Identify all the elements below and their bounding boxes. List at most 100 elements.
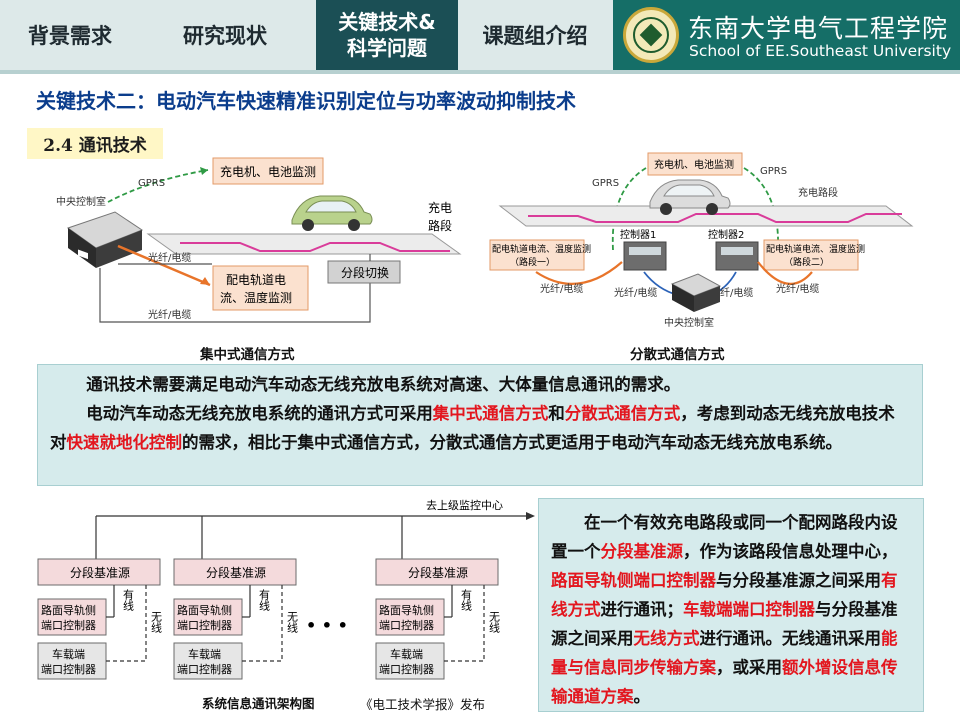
fiber-label-right-2: 光纤/电缆 <box>776 282 819 295</box>
car-controller-label-2: 端口控制器 <box>177 662 232 676</box>
architecture-description-panel: 在一个有效充电路段或同一个配网路段内设置一个分段基准源，作为该路段信息处理中心，… <box>538 498 924 712</box>
base-source-label: 分段基准源 <box>206 565 266 580</box>
architecture-paragraph: 在一个有效充电路段或同一个配网路段内设置一个分段基准源，作为该路段信息处理中心，… <box>551 508 912 711</box>
source-credit: 《电工技术学报》发布 <box>360 697 486 712</box>
highlight-distributed: 分散式通信方式 <box>564 404 681 423</box>
gprs-right-label: GPRS <box>760 166 787 177</box>
rail-monitor-link <box>117 244 211 287</box>
rail-controller-label-1: 路面导轨侧 <box>41 603 96 617</box>
fiber-label-left-2: 光纤/电缆 <box>614 286 657 299</box>
highlight-rail-controller: 路面导轨侧端口控制器 <box>551 571 716 590</box>
gprs-arrow-head <box>200 167 208 175</box>
base-source-box <box>173 558 297 586</box>
rail-controller-box <box>173 598 243 636</box>
left-rail-monitor-label-2: （路段一） <box>510 256 555 268</box>
car-controller-box <box>375 642 445 680</box>
desc-text: ，作为该路段信息处理中心， <box>683 542 898 561</box>
rail-monitor-label-1: 配电轨道电 <box>226 273 286 287</box>
charger-monitor-box <box>212 157 324 185</box>
centralized-diagram: GPRS 充电机、电池监测 中央控制室 充电 路段 配电轨道电 流、温度监测 光… <box>56 157 462 323</box>
control-room-label: 中央控制室 <box>664 316 714 329</box>
rail-monitor-box <box>212 265 309 311</box>
road-label: 充电路段 <box>798 186 838 199</box>
tab-research-status[interactable]: 研究现状 <box>183 24 267 48</box>
desc-text: 与分段基准源之间采用 <box>551 600 898 648</box>
highlight-local-control: 快速就地化控制 <box>66 433 183 452</box>
controller2-label: 控制器2 <box>708 228 744 241</box>
charger-monitor-label: 充电机、电池监测 <box>654 158 734 171</box>
wired-label: 有线 <box>258 588 271 611</box>
base-source-box <box>37 558 161 586</box>
gprs-link <box>107 169 209 203</box>
left-rail-monitor-label-1: 配电轨道电流、温度监测 <box>492 243 591 255</box>
fiber-label-left-1: 光纤/电缆 <box>540 282 583 295</box>
brand-name-en: School of EE.Southeast University <box>689 42 952 60</box>
road-rail-pattern <box>180 242 450 252</box>
desc-text: 与分段基准源之间采用 <box>716 571 881 590</box>
car-controller-label-1: 车载端 <box>188 647 221 661</box>
base-source-label: 分段基准源 <box>70 565 130 580</box>
charger-monitor-box <box>647 152 743 176</box>
rail-controller-label-2: 端口控制器 <box>41 618 96 632</box>
desc-text: 进行通讯。无线通讯采用 <box>699 629 882 648</box>
summary-text: 电动汽车动态无线充放电系统的通讯方式可采用 <box>86 404 433 423</box>
caption-architecture: 系统信息通讯架构图 <box>202 696 315 711</box>
base-source-label: 分段基准源 <box>408 565 468 580</box>
slide-title: 关键技术二：电动汽车快速精准识别定位与功率波动抑制技术 <box>36 89 576 113</box>
segment-switch-box <box>327 260 401 284</box>
car-controller-box <box>173 642 243 680</box>
right-rail-monitor-box <box>763 239 859 271</box>
distributed-diagram: 充电机、电池监测 GPRS GPRS 充电路段 控制器1 控制器2 配电轨道电流… <box>489 152 914 329</box>
bus-arrow-head <box>526 512 535 520</box>
upper-monitor-label: 去上级监控中心 <box>426 498 503 512</box>
ellipsis-dots: • • • <box>306 616 348 635</box>
car-controller-label-2: 端口控制器 <box>41 662 96 676</box>
road-rail-pattern <box>528 213 902 223</box>
car-controller-label-1: 车载端 <box>390 647 423 661</box>
rail-controller-label-2: 端口控制器 <box>177 618 232 632</box>
caption-centralized: 集中式通信方式 <box>200 347 295 363</box>
electric-car-icon <box>291 195 373 231</box>
highlight-car-controller: 车载端端口控制器 <box>683 600 815 619</box>
tab-group-intro[interactable]: 课题组介绍 <box>482 24 588 48</box>
rail-controller-label-2: 端口控制器 <box>379 618 434 632</box>
desc-text: 。 <box>633 687 651 706</box>
road-label-2: 路段 <box>428 218 452 233</box>
desc-text: ，或采用 <box>716 658 782 677</box>
charging-road <box>146 233 462 255</box>
left-orange-link <box>535 261 623 285</box>
desc-text: 进行通讯； <box>600 600 684 619</box>
wired-label: 有线 <box>460 588 473 611</box>
highlight-centralized: 集中式通信方式 <box>432 404 549 423</box>
fiber-label-right-1: 光纤/电缆 <box>710 286 753 299</box>
tab-key-technology-line2: 科学问题 <box>347 36 427 60</box>
right-rail-monitor-label-2: （路段二） <box>784 256 829 268</box>
highlight-wireless: 无线方式 <box>633 629 700 648</box>
electric-car-icon <box>649 179 731 215</box>
communication-summary-panel: 通讯技术需要满足电动汽车动态无线充放电系统对高速、大体量信息通讯的需求。 电动汽… <box>37 364 923 486</box>
desc-text: 在一个有效充电路段或同一个配网路段内设置一个 <box>551 513 898 561</box>
rail-controller-label-1: 路面导轨侧 <box>177 603 232 617</box>
tab-key-technology-line1: 关键技术& <box>338 10 436 34</box>
highlight-base-source: 分段基准源 <box>600 542 684 561</box>
controller2-device-icon <box>715 241 759 271</box>
rail-controller-label-1: 路面导轨侧 <box>379 603 434 617</box>
car-controller-label-1: 车载端 <box>52 647 85 661</box>
control-room-label: 中央控制室 <box>56 195 106 208</box>
top-nav-bar: 背景需求 研究现状 关键技术& 科学问题 课题组介绍 东南大学电气工程学院 Sc… <box>0 0 960 74</box>
car-controller-box <box>37 642 107 680</box>
car-controller-label-2: 端口控制器 <box>379 662 434 676</box>
summary-paragraph-1: 通讯技术需要满足电动汽车动态无线充放电系统对高速、大体量信息通讯的需求。 <box>86 375 681 394</box>
tab-background[interactable]: 背景需求 <box>28 24 112 48</box>
charger-monitor-label: 充电机、电池监测 <box>220 164 316 179</box>
university-seal-logo <box>623 7 679 63</box>
wireless-label: 无线 <box>488 611 501 633</box>
highlight-sync-transmission: 能量与信息同步传输方案 <box>551 629 898 677</box>
rail-controller-box <box>37 598 107 636</box>
fiber-label-2: 光纤/电缆 <box>148 308 191 321</box>
rail-controller-box <box>375 598 445 636</box>
highlight-extra-channel: 额外增设信息传输通道方案 <box>551 658 898 706</box>
summary-text: 和 <box>548 404 565 423</box>
tab-key-technology[interactable]: 关键技术& 科学问题 <box>316 0 458 70</box>
segment-switch-label: 分段切换 <box>341 265 389 280</box>
